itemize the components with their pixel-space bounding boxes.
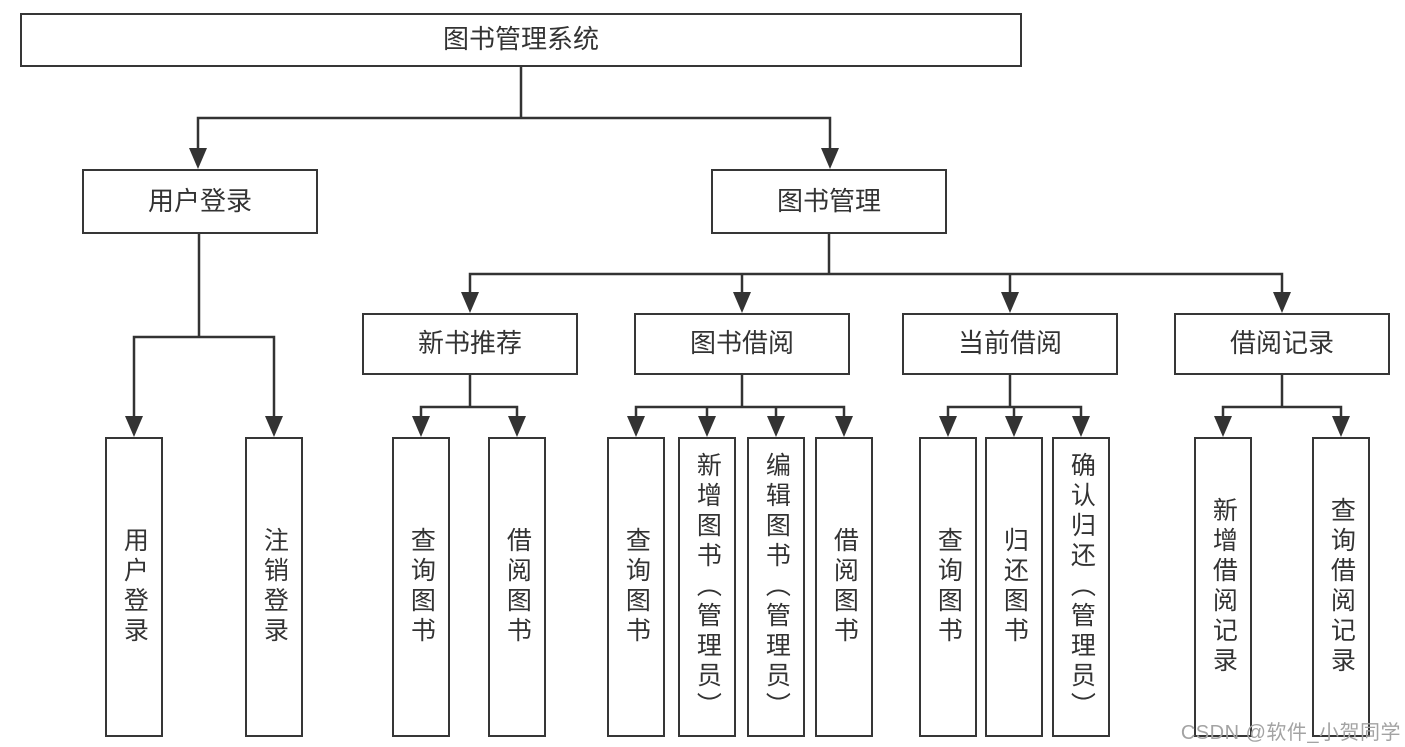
node-new-book-recommendation: 新书推荐 (362, 313, 578, 375)
node-query-books-recommend: 查询图书 (392, 437, 450, 737)
node-logout: 注销登录 (245, 437, 303, 737)
node-book-management: 图书管理 (711, 169, 947, 234)
node-login: 用户登录 (105, 437, 163, 737)
node-add-books-admin: 新增图书（管理员） (678, 437, 736, 737)
node-query-books-current: 查询图书 (919, 437, 977, 737)
arrowheads (125, 148, 1350, 437)
node-borrowing-records: 借阅记录 (1174, 313, 1390, 375)
connector-stems (132, 65, 1343, 420)
node-current-borrowing: 当前借阅 (902, 313, 1118, 375)
node-confirm-return-admin: 确认归还（管理员） (1052, 437, 1110, 737)
node-query-borrow-record: 查询借阅记录 (1312, 437, 1370, 737)
node-query-books-borrowing: 查询图书 (607, 437, 665, 737)
node-borrow-books-recommend: 借阅图书 (488, 437, 546, 737)
node-add-borrow-record: 新增借阅记录 (1194, 437, 1252, 737)
node-root: 图书管理系统 (20, 13, 1022, 67)
node-borrow-books-borrowing: 借阅图书 (815, 437, 873, 737)
node-return-books: 归还图书 (985, 437, 1043, 737)
node-edit-books-admin: 编辑图书（管理员） (747, 437, 805, 737)
node-book-borrowing: 图书借阅 (634, 313, 850, 375)
node-user-login: 用户登录 (82, 169, 318, 234)
watermark: CSDN @软件_小贺同学 (1180, 722, 1401, 744)
